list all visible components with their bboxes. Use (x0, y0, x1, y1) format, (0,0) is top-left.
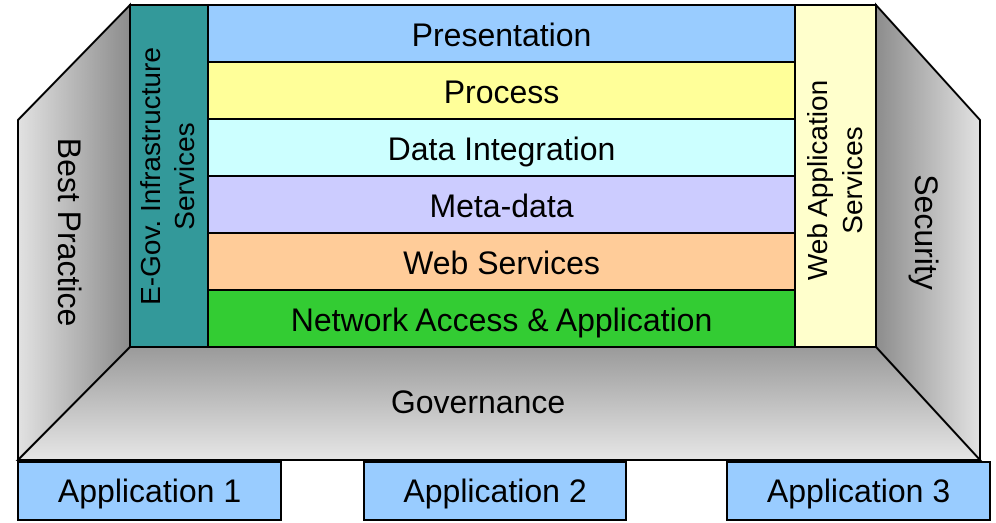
right-wall-label: Security (908, 174, 944, 290)
application-label: Application 2 (403, 473, 586, 509)
left-column-label-line2: Services (169, 122, 200, 229)
right-column (794, 4, 877, 348)
layer-label: Web Services (403, 245, 600, 281)
layer-process: Process (207, 61, 796, 120)
layer-label: Process (444, 74, 560, 110)
right-column-label-line1: Web Application (802, 80, 833, 280)
layer-label: Meta-data (429, 188, 573, 224)
application-label: Application 1 (58, 473, 241, 509)
left-column-label-line1: E-Gov. Infrastructure (135, 47, 166, 305)
left-column (129, 4, 209, 348)
layer-data-integration: Data Integration (207, 118, 796, 177)
layer-stack: Presentation Process Data Integration Me… (207, 4, 796, 348)
layer-presentation: Presentation (207, 4, 796, 63)
floor-label: Governance (391, 384, 565, 420)
layer-network-access: Network Access & Application (207, 289, 796, 348)
layer-meta-data: Meta-data (207, 175, 796, 234)
application-1: Application 1 (17, 461, 282, 521)
application-label: Application 3 (767, 473, 950, 509)
layer-label: Network Access & Application (291, 302, 713, 338)
right-column-label-line2: Services (837, 126, 868, 233)
application-2: Application 2 (363, 461, 627, 521)
layer-label: Presentation (412, 17, 592, 53)
left-wall-label: Best Practice (51, 138, 87, 327)
layer-label: Data Integration (388, 131, 616, 167)
layer-web-services: Web Services (207, 232, 796, 291)
application-3: Application 3 (726, 461, 991, 521)
